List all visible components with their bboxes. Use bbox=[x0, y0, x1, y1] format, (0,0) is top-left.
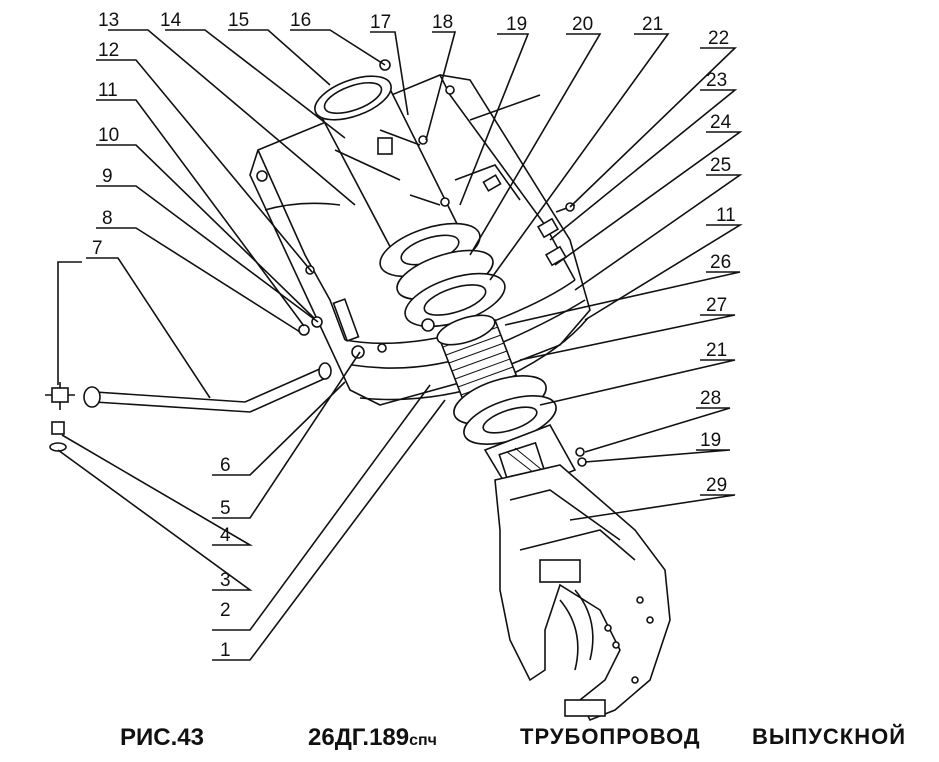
callout-21b: 21 bbox=[706, 340, 727, 361]
callout-18: 18 bbox=[432, 12, 453, 33]
document-code-main: 26ДГ.189 bbox=[308, 724, 410, 751]
figure-label: РИС.43 bbox=[120, 724, 204, 751]
callout-6: 6 bbox=[220, 455, 231, 476]
leader-lines bbox=[57, 29, 743, 661]
callout-28: 28 bbox=[700, 388, 721, 409]
callout-7: 7 bbox=[92, 238, 103, 259]
callout-19b: 19 bbox=[700, 430, 721, 451]
callout-1: 1 bbox=[220, 640, 231, 661]
callout-16: 16 bbox=[290, 10, 311, 31]
callout-19a: 19 bbox=[506, 14, 527, 35]
callout-9: 9 bbox=[102, 166, 113, 187]
fasteners-left bbox=[298, 316, 323, 336]
callout-11a: 11 bbox=[98, 80, 118, 101]
branch-pipe bbox=[494, 464, 671, 722]
document-code-suffix: спч bbox=[409, 732, 437, 749]
callout-8: 8 bbox=[102, 208, 113, 229]
callout-22: 22 bbox=[708, 28, 729, 49]
callout-14: 14 bbox=[160, 10, 182, 31]
callout-24: 24 bbox=[710, 112, 732, 133]
assembly-drawing bbox=[45, 59, 671, 722]
callout-numbers: 13 14 15 16 17 18 19 20 21 22 23 24 25 1… bbox=[92, 10, 736, 661]
figure-title-word2: ВЫПУСКНОЙ bbox=[752, 724, 907, 749]
callout-26: 26 bbox=[710, 252, 731, 273]
figure-title-word1: ТРУБОПРОВОД bbox=[520, 724, 701, 749]
flange-stack bbox=[379, 222, 506, 332]
callout-15: 15 bbox=[228, 10, 249, 31]
callout-4: 4 bbox=[220, 525, 231, 546]
callout-29: 29 bbox=[706, 475, 727, 496]
callout-25: 25 bbox=[710, 155, 731, 176]
callout-20: 20 bbox=[572, 14, 593, 35]
callout-21a: 21 bbox=[642, 14, 663, 35]
drain-pipe bbox=[45, 362, 332, 452]
callout-17: 17 bbox=[370, 12, 391, 33]
callout-23: 23 bbox=[706, 70, 727, 91]
callout-11b: 11 bbox=[716, 205, 736, 226]
callout-2: 2 bbox=[220, 600, 231, 621]
callout-3: 3 bbox=[220, 570, 231, 591]
callout-10: 10 bbox=[98, 125, 119, 146]
document-code: 26ДГ.189спч bbox=[308, 724, 437, 752]
callout-13: 13 bbox=[98, 10, 119, 31]
callout-5: 5 bbox=[220, 498, 231, 519]
callout-12: 12 bbox=[98, 40, 119, 61]
callout-27: 27 bbox=[706, 295, 727, 316]
